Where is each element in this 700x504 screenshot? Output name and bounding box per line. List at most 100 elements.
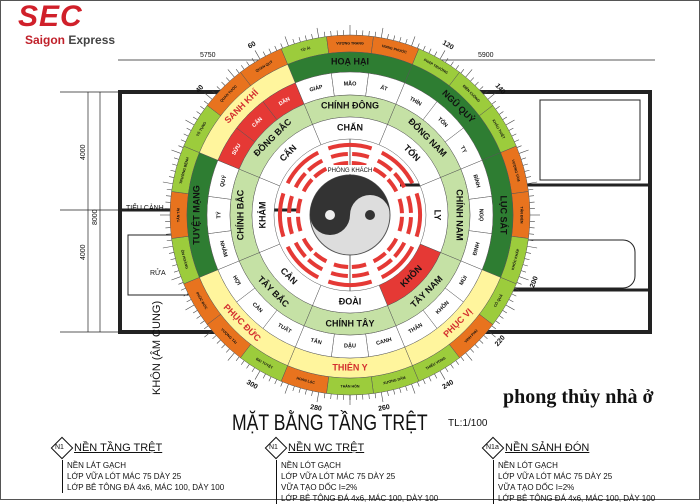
note-line: VỮA TẠO DỐC I=2% — [498, 482, 655, 493]
compass-tick — [285, 384, 288, 393]
compass-tick — [178, 282, 183, 284]
compass-tick — [470, 78, 473, 82]
compass-tick — [169, 252, 174, 253]
compass-degree-label: 200 — [529, 275, 540, 288]
compass-tick — [184, 134, 188, 136]
room-label-living: PHÒNG KHÁCH — [328, 167, 373, 174]
mountain-label: DẬU — [344, 342, 356, 349]
room-label-wash: RỬA — [150, 268, 166, 277]
compass-tick — [456, 65, 459, 69]
trigram-bar — [387, 238, 399, 252]
compass-tick — [417, 43, 419, 48]
compass-tick — [241, 361, 244, 365]
compass-tick — [475, 344, 478, 348]
trigram-bar — [302, 178, 314, 192]
compass-tick — [312, 391, 313, 396]
compass-tick — [305, 35, 306, 40]
compass-tick — [255, 371, 260, 380]
compass-tick — [503, 117, 507, 120]
compass-tick — [228, 353, 234, 361]
direction-label: CHÍNH BẮC — [235, 189, 245, 240]
trigram-bar — [352, 152, 369, 159]
compass-degree-label: 220 — [494, 334, 507, 348]
direction-label: CHÍNH NAM — [455, 189, 465, 241]
compass-tick — [466, 353, 472, 361]
trigram-bar — [373, 167, 387, 179]
compass-tick — [166, 196, 171, 197]
dimension-label: 4000 — [80, 144, 87, 160]
compass-tick — [512, 294, 516, 296]
drawing-title: MẶT BẰNG TẦNG TRỆT — [232, 410, 428, 436]
trigram-bar — [331, 152, 348, 159]
compass-tick — [475, 82, 478, 86]
compass-tick — [519, 150, 528, 153]
compass-tick — [197, 316, 201, 319]
compass-tick — [451, 62, 454, 66]
compass-tick — [221, 82, 224, 86]
direction-label: CHÍNH TÂY — [326, 317, 375, 328]
compass-tick — [255, 50, 260, 59]
compass-tick — [423, 379, 425, 384]
compass-tick — [435, 374, 437, 378]
mountain-label: NGỌ — [478, 209, 484, 222]
note-line: LỚP BÊ TÔNG ĐÁ 4x6, MÁC 100, DÀY 100 — [281, 493, 438, 504]
compass-tick — [369, 394, 370, 399]
note-line: NỀN LÓT GẠCH — [498, 460, 655, 471]
compass-tick — [525, 170, 530, 171]
compass-tick — [174, 271, 179, 273]
compass-tick — [499, 112, 503, 115]
trigram-bar — [278, 193, 285, 237]
star-label: TẤN ĐIỀN — [520, 207, 525, 224]
compass-tick — [387, 391, 388, 396]
compass-tick — [185, 120, 194, 125]
compass-tick — [217, 86, 221, 89]
compass-tick — [171, 150, 180, 153]
compass-tick — [236, 69, 239, 73]
compass-tick — [529, 196, 534, 197]
compass-tick — [526, 177, 531, 178]
compass-tick — [226, 349, 229, 353]
compass-tick — [375, 393, 376, 398]
compass-tick — [512, 134, 516, 136]
compass-tick — [479, 86, 483, 89]
compass-tick — [285, 36, 288, 45]
compass-tick — [169, 177, 174, 178]
compass-tick — [281, 382, 283, 387]
note-line: LỚP VỮA LÓT MÁC 75 DÀY 25 — [67, 471, 224, 482]
caption: phong thủy nhà ở — [503, 386, 654, 409]
compass-tick — [412, 36, 415, 45]
note-line: NỀN LÓT GẠCH — [281, 460, 438, 471]
compass-tick — [440, 371, 445, 380]
compass-tick — [213, 335, 217, 338]
compass-tick — [400, 388, 401, 393]
compass-tick — [163, 246, 173, 248]
compass-tick — [406, 39, 408, 44]
trigram-bar — [415, 193, 422, 237]
note-line: LỚP BÊ TÔNG ĐÁ 4x6, MÁC 100, DÀY 100 — [498, 493, 655, 504]
yin-dot — [365, 210, 375, 220]
compass-tick — [263, 374, 265, 378]
logo-subtitle: Saigon Express — [25, 34, 115, 47]
logo-sub-b: Express — [68, 33, 115, 47]
compass-tick — [461, 69, 464, 73]
trigram-bar — [333, 263, 348, 269]
note-line: VỮA TẠO DỐC I=2% — [281, 482, 438, 493]
compass-tick — [252, 368, 255, 372]
trigram-label: ĐOÀI — [339, 296, 362, 306]
compass-tick — [185, 305, 194, 310]
trigram-bar — [287, 217, 294, 234]
compass-tick — [514, 140, 519, 142]
compass-tick — [324, 393, 325, 398]
compass-tick — [525, 259, 530, 260]
compass-tick — [517, 146, 522, 148]
logo: SEC Saigon Express — [8, 2, 120, 48]
trigram-bar — [313, 252, 327, 264]
compass-tick — [521, 271, 526, 273]
compass-tick — [281, 43, 283, 48]
trigram-bar — [406, 196, 413, 213]
note-line: NỀN LÁT GẠCH — [67, 460, 224, 471]
compass-tick — [204, 326, 208, 329]
note-line: LỚP BÊ TÔNG ĐÁ 4x6, MÁC 100, DÀY 100 — [67, 482, 224, 493]
compass-tick — [299, 388, 300, 393]
